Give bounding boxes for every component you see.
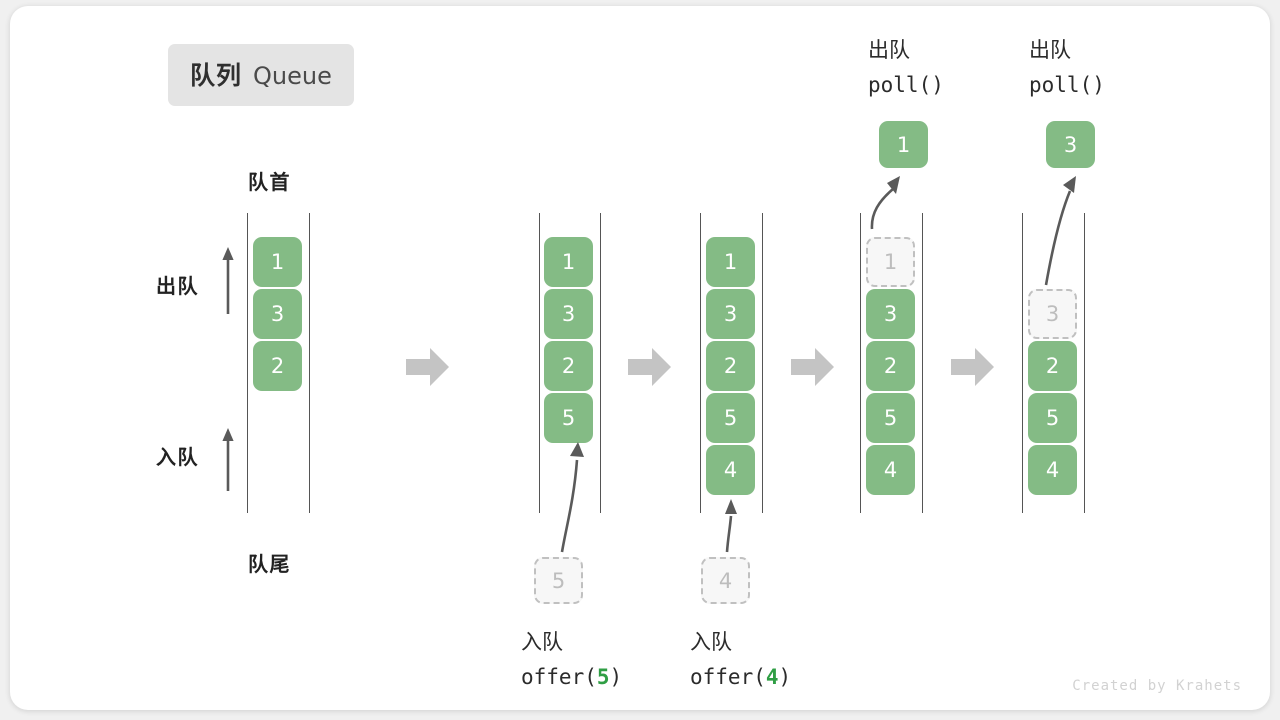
caption-offer-5: 入队 offer(5) [521, 626, 622, 694]
transition-arrow-icon-4 [951, 348, 994, 386]
queue-element: 5 [866, 393, 915, 443]
queue-element: 3 [706, 289, 755, 339]
queue-rail-left-1 [247, 213, 248, 513]
queue-tail-label: 队尾 [248, 554, 291, 576]
queue-element: 1 [706, 237, 755, 287]
caption-offer-4: 入队 offer(4) [690, 626, 791, 694]
queue-element: 5 [706, 393, 755, 443]
queue-element-removed: 3 [1028, 289, 1077, 339]
header-poll-2-code: poll() [1029, 73, 1105, 98]
queue-element-removed: 1 [866, 237, 915, 287]
header-poll-2-cn: 出队 [1029, 39, 1071, 62]
dequeue-direction-arrow-icon [222, 247, 234, 314]
queue-element: 3 [544, 289, 593, 339]
header-poll-1-cn: 出队 [868, 39, 910, 62]
queue-stack-1: 1 3 2 [253, 237, 302, 391]
popped-element-1: 1 [879, 121, 928, 168]
queue-element: 4 [1028, 445, 1077, 495]
caption-offer-5-code: offer(5) [521, 660, 622, 694]
queue-rail-left-4 [860, 213, 861, 513]
queue-element: 2 [866, 341, 915, 391]
queue-rail-right-4 [922, 213, 923, 513]
title-en: Queue [253, 62, 332, 90]
popped-element-2: 3 [1046, 121, 1095, 168]
caption-offer-5-cn: 入队 [521, 631, 563, 654]
queue-element-new: 5 [544, 393, 593, 443]
queue-stack-3: 1 3 2 5 4 [706, 237, 755, 495]
code-prefix: offer( [521, 665, 597, 690]
queue-rail-right-1 [309, 213, 310, 513]
dequeue-curve-arrow-icon-1 [870, 176, 900, 230]
diagram-card: 队列 Queue 队首 队尾 出队 入队 1 3 2 1 3 2 5 5 入队 [10, 6, 1270, 710]
enqueue-curve-arrow-icon-4 [725, 499, 737, 553]
queue-stack-4: 1 3 2 5 4 [866, 237, 915, 495]
transition-arrow-icon-3 [791, 348, 834, 386]
enqueue-curve-arrow-icon-5 [560, 442, 584, 553]
credit-text: Created by Krahets [1072, 678, 1242, 694]
queue-element: 2 [706, 341, 755, 391]
incoming-ghost-box-5: 5 [534, 557, 583, 604]
queue-element-new: 4 [706, 445, 755, 495]
enqueue-direction-label: 入队 [156, 447, 199, 469]
queue-rail-right-5 [1084, 213, 1085, 513]
incoming-ghost-box-4: 4 [701, 557, 750, 604]
queue-element: 3 [253, 289, 302, 339]
queue-stack-2: 1 3 2 5 [544, 237, 593, 443]
dequeue-direction-label: 出队 [156, 276, 199, 298]
caption-offer-4-code: offer(4) [690, 660, 791, 694]
header-poll-2: 出队 poll() [1029, 34, 1105, 102]
queue-rail-left-5 [1022, 213, 1023, 513]
queue-element: 2 [1028, 341, 1077, 391]
code-suffix: ) [609, 665, 623, 690]
queue-element: 4 [866, 445, 915, 495]
dequeue-curve-arrow-icon-2 [1044, 176, 1076, 286]
queue-rail-left-3 [700, 213, 701, 513]
title-cn: 队列 [190, 62, 243, 90]
queue-element: 1 [544, 237, 593, 287]
caption-offer-4-cn: 入队 [690, 631, 732, 654]
header-poll-1-code: poll() [868, 73, 944, 98]
queue-element: 3 [866, 289, 915, 339]
queue-rail-right-2 [600, 213, 601, 513]
title-badge: 队列 Queue [168, 44, 354, 106]
code-value: 5 [596, 665, 610, 690]
code-value: 4 [765, 665, 779, 690]
queue-element: 2 [253, 341, 302, 391]
header-poll-1: 出队 poll() [868, 34, 944, 102]
queue-head-label: 队首 [248, 172, 291, 194]
transition-arrow-icon-1 [406, 348, 449, 386]
queue-rail-right-3 [762, 213, 763, 513]
queue-stack-5: 3 2 5 4 [1028, 289, 1077, 495]
queue-rail-left-2 [539, 213, 540, 513]
enqueue-direction-arrow-icon [222, 428, 234, 491]
queue-element: 2 [544, 341, 593, 391]
code-suffix: ) [778, 665, 792, 690]
queue-element: 5 [1028, 393, 1077, 443]
code-prefix: offer( [690, 665, 766, 690]
queue-element: 1 [253, 237, 302, 287]
transition-arrow-icon-2 [628, 348, 671, 386]
